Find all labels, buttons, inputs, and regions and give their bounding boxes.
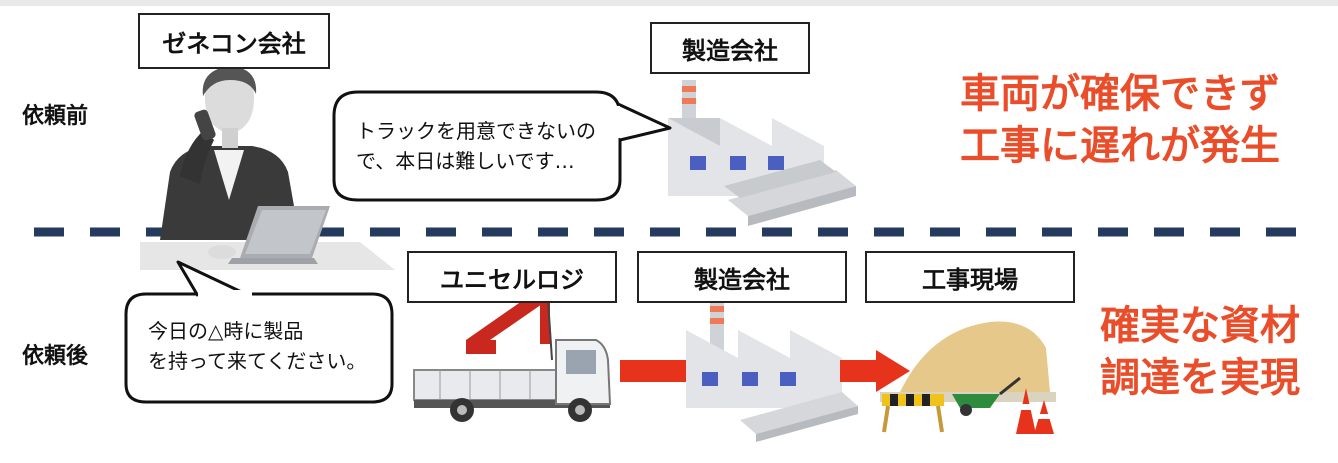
bubble-line: で、本日は難しいです… <box>356 149 575 173</box>
arrow-factory-to-site <box>840 360 876 382</box>
construction-site-box: 工事現場 <box>865 251 1075 303</box>
manufacturer-reply-bubble: トラックを用意できないの で、本日は難しいです… <box>356 116 596 176</box>
manufacturer-box-top: 製造会社 <box>650 22 810 74</box>
unicell-logi-box: ユニセルロジ <box>407 251 617 303</box>
callout-line: 工事に遅れが発生 <box>960 123 1280 169</box>
bubble-line: を持って来てください。 <box>148 349 367 373</box>
problem-callout: 車両が確保できず 工事に遅れが発生 <box>930 68 1310 172</box>
callout-line: 調達を実現 <box>1100 355 1300 401</box>
contractor-request-bubble: 今日の△時に製品 を持って来てください。 <box>148 316 366 376</box>
bubble-line: 今日の△時に製品 <box>148 319 304 343</box>
arrow-truck-to-factory <box>620 360 686 382</box>
manufacturer-box-bottom: 製造会社 <box>637 251 847 303</box>
callout-line: 車両が確保できず <box>960 71 1280 117</box>
top-band <box>0 0 1338 6</box>
label-after: 依頼後 <box>22 344 89 369</box>
callout-line: 確実な資材 <box>1100 303 1300 349</box>
label-before: 依頼前 <box>22 104 89 129</box>
general-contractor-box: ゼネコン会社 <box>138 13 330 69</box>
bubble-line: トラックを用意できないの <box>356 119 596 143</box>
solution-callout: 確実な資材 調達を実現 <box>1080 300 1320 404</box>
